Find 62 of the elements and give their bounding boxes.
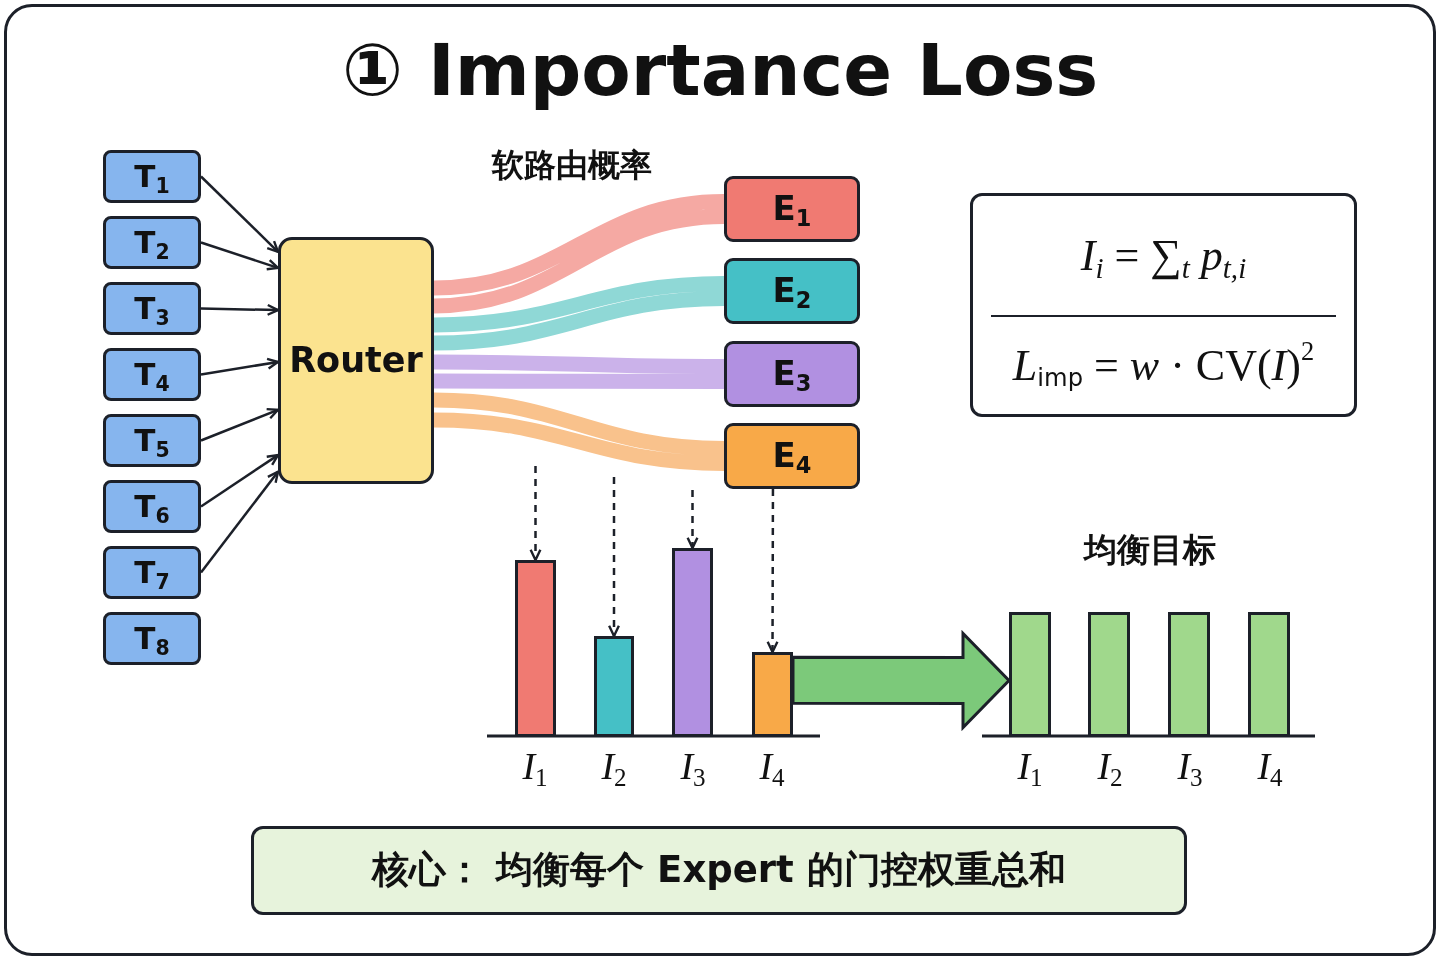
token-box — [103, 282, 201, 335]
bar — [672, 548, 713, 737]
token-label: T$_{6}$ — [134, 488, 170, 525]
section-heading: 软路由概率 — [492, 146, 652, 184]
arrow — [200, 175, 280, 253]
arrow — [200, 303, 280, 316]
token-box — [103, 216, 201, 269]
expert-label: E$_{4}$ — [772, 436, 812, 476]
token-box — [103, 546, 201, 599]
bar — [594, 636, 634, 737]
token-label: T$_{7}$ — [134, 554, 170, 591]
token-label: T$_{8}$ — [134, 620, 170, 657]
token-label: T$_{3}$ — [134, 290, 170, 327]
dashed-arrow — [766, 489, 779, 654]
arrow — [200, 241, 280, 271]
block-arrow — [791, 629, 1012, 732]
bar — [515, 560, 556, 737]
axis-label: I$_{1}$ — [1017, 745, 1043, 789]
token-box — [103, 150, 201, 203]
router-box — [278, 237, 434, 484]
bar — [1248, 612, 1290, 737]
chart-title: 均衡目标 — [1084, 531, 1216, 569]
token-label: T$_{4}$ — [134, 356, 170, 393]
arrow — [200, 453, 280, 508]
expert-box — [724, 341, 860, 407]
note-box — [251, 826, 1187, 915]
formula-text: L$_{imp}$ = w · CV(I)$^{2}$ — [1012, 340, 1315, 392]
dashed-arrow — [686, 490, 699, 550]
token-box — [103, 480, 201, 533]
axis-label: I$_{1}$ — [522, 745, 548, 789]
axis-label: I$_{4}$ — [1257, 745, 1283, 789]
bar — [1088, 612, 1130, 737]
formula-text: I$_{i}$ = ∑$_{t}$ p$_{t,i}$ — [1080, 230, 1247, 282]
axis-label: I$_{2}$ — [1097, 745, 1123, 789]
arrow — [200, 470, 280, 574]
arrow — [200, 408, 280, 442]
axis-label: I$_{4}$ — [759, 745, 785, 789]
axis-label: I$_{3}$ — [1177, 745, 1203, 789]
expert-label: E$_{3}$ — [772, 354, 812, 394]
token-label: T$_{1}$ — [134, 158, 170, 195]
token-box — [103, 612, 201, 665]
dashed-arrow — [529, 466, 542, 562]
token-label: T$_{5}$ — [134, 422, 170, 459]
expert-box — [724, 423, 860, 489]
bar — [752, 652, 793, 737]
formula-box — [970, 193, 1357, 417]
arrow — [200, 357, 280, 376]
router-label: Router — [289, 340, 423, 381]
token-box — [103, 348, 201, 401]
note-text: 核心： 均衡每个 Expert 的门控权重总和 — [372, 849, 1066, 892]
expert-label: E$_{2}$ — [772, 271, 812, 311]
bar — [1009, 612, 1051, 737]
expert-box — [724, 258, 860, 324]
dashed-arrow — [607, 477, 621, 638]
title: ① Importance Loss — [341, 28, 1099, 112]
token-box — [103, 414, 201, 467]
expert-box — [724, 176, 860, 242]
token-label: T$_{2}$ — [134, 224, 170, 261]
axis-label: I$_{2}$ — [601, 745, 627, 789]
expert-label: E$_{1}$ — [772, 189, 812, 229]
axis-label: I$_{3}$ — [680, 745, 706, 789]
bar — [1168, 612, 1210, 737]
